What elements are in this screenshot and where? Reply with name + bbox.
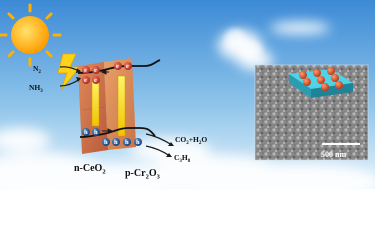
band-gap-left xyxy=(91,79,100,127)
n-ceo2-label: n-CeO2 xyxy=(74,163,106,176)
sun-icon xyxy=(0,3,62,67)
n2-label: N2 xyxy=(33,64,41,75)
p-cr2o3-label: p-Cr2O3 xyxy=(125,168,161,181)
nanoparticle-substrate-icon xyxy=(289,67,353,98)
nh3-label: NH3 xyxy=(29,83,43,94)
electron-label: e xyxy=(116,63,119,70)
diagram-canvas: e e e e e e h h h h h h N2 NH3 xyxy=(0,0,375,189)
holes-row: h h h h h h xyxy=(82,128,142,146)
hole-label: h xyxy=(136,139,140,146)
hole-label: h xyxy=(84,129,88,136)
heterojunction-diagram: e e e e e e h h h h h h N2 NH3 xyxy=(0,0,375,189)
electron-label: e xyxy=(126,63,129,70)
charge-transfer-arrows xyxy=(100,69,114,134)
lightning-bolt-icon xyxy=(57,53,81,91)
hole-label: h xyxy=(114,139,118,146)
scale-bar: 500 nm xyxy=(321,143,360,159)
hole-label: h xyxy=(125,139,129,146)
electron-label: e xyxy=(84,67,87,74)
electron-label: e xyxy=(94,77,97,84)
electrons-row: e e e e e e xyxy=(82,62,132,84)
hole-label: h xyxy=(104,139,108,146)
band-gap-right xyxy=(117,75,126,137)
electron-label: e xyxy=(94,67,97,74)
electron-label: e xyxy=(84,77,87,84)
c3h8-label: C3H8 xyxy=(174,153,191,164)
scale-bar-label: 500 nm xyxy=(321,150,346,159)
co2-h2o-label: CO2+H2O xyxy=(175,135,207,146)
hole-label: h xyxy=(94,129,98,136)
